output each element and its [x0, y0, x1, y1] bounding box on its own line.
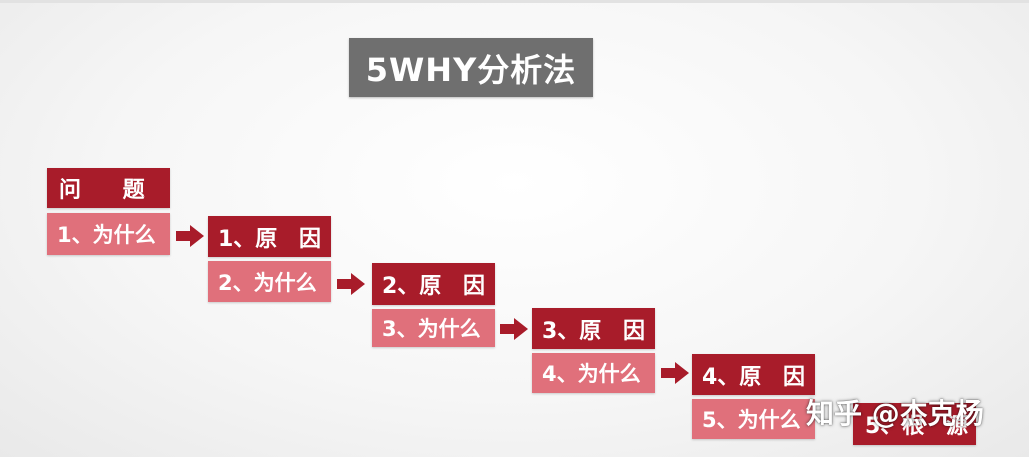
why-label-2: 2、为什么 [218, 270, 317, 295]
why-box-3: 3、为什么 [372, 309, 495, 347]
arrow-right-icon [337, 273, 365, 295]
cause-box-2: 2、原 因 [372, 263, 495, 305]
cause-box-3: 3、原 因 [532, 308, 655, 349]
cause-label-4: 4、原 因 [702, 364, 805, 390]
why-label-3: 3、为什么 [382, 317, 481, 341]
diagram-title: 5WHY分析法 [349, 38, 593, 97]
why-label-4: 4、为什么 [542, 362, 641, 386]
why-box-4: 4、为什么 [532, 353, 655, 393]
watermark: 知乎 @杰克杨 [806, 397, 984, 430]
root-cause-label: 5、根 源 [865, 414, 968, 439]
cause-label-2: 2、原 因 [382, 274, 485, 299]
cause-label-1: 1、原 因 [218, 226, 321, 252]
arrow-right-icon [661, 362, 689, 384]
problem-label: 问 题 [59, 178, 145, 203]
root-cause-box: 5、根 源 [853, 403, 976, 445]
arrow-right-icon [176, 225, 204, 247]
top-divider [0, 0, 1029, 3]
why-box-1: 1、为什么 [47, 213, 170, 255]
cause-label-3: 3、原 因 [542, 318, 645, 344]
why-box-2: 2、为什么 [208, 261, 331, 302]
problem-box: 问 题 [47, 168, 170, 208]
cause-box-1: 1、原 因 [208, 216, 331, 257]
arrow-right-icon [500, 318, 528, 340]
why-label-5: 5、为什么 [702, 408, 801, 432]
why-label-1: 1、为什么 [57, 223, 156, 247]
cause-box-4: 4、原 因 [692, 354, 815, 395]
why-box-5: 5、为什么 [692, 399, 815, 439]
